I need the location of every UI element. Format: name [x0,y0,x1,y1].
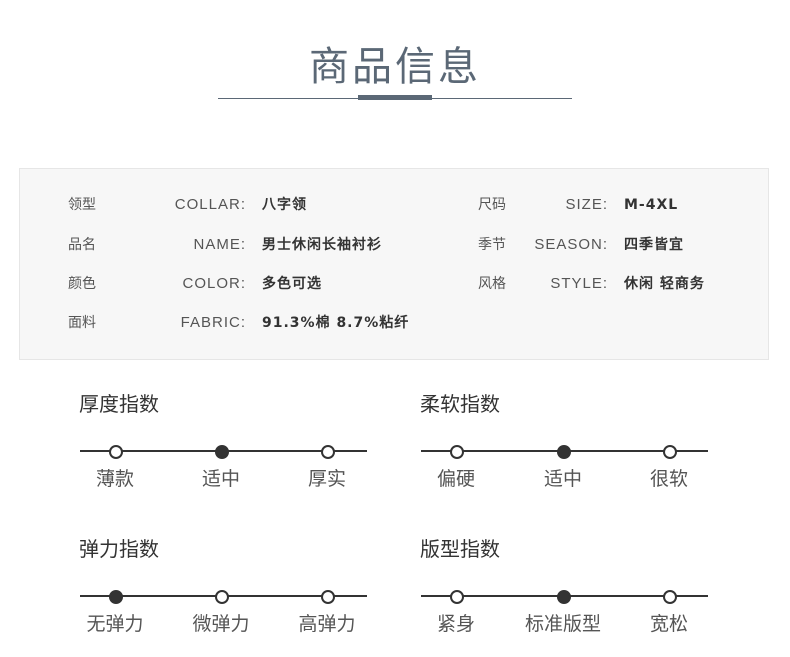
spec-row-size: 尺码 SIZE: M-4XL [478,193,758,217]
meter-dot-1[interactable] [215,445,229,459]
meter-dot-1[interactable] [215,590,229,604]
spec-label-cn: 季节 [478,237,506,253]
spec-label-en: COLOR: [182,275,246,292]
spec-label-cn: 品名 [68,237,96,253]
spec-row-style: 风格 STYLE: 休闲 轻商务 [478,272,758,296]
meter-title: 版型指数 [420,537,500,561]
spec-row-collar: 领型 COLLAR: 八字领 [68,193,428,217]
spec-value: 八字领 [262,197,307,213]
spec-label-en: STYLE: [550,275,608,292]
spec-label-en: FABRIC: [180,314,246,331]
meter-dot-1[interactable] [557,590,571,604]
meter-option-label: 偏硬 [436,468,475,490]
meter-option-label: 适中 [201,468,240,490]
meter-option-label: 标准版型 [524,613,601,635]
meter-dot-0[interactable] [109,445,123,459]
spec-value: 多色可选 [262,276,322,292]
spec-row-fabric: 面料 FABRIC: 91.3%棉 8.7%粘纤 [68,311,428,335]
meter-dot-1[interactable] [557,445,571,459]
spec-value: M-4XL [624,197,679,213]
meter-option-label: 薄款 [95,468,134,490]
spec-value: 休闲 轻商务 [624,276,705,292]
meter-dot-0[interactable] [109,590,123,604]
spec-value: 四季皆宜 [624,237,684,253]
meter-option-label: 高弹力 [298,613,356,635]
spec-label-cn: 风格 [478,276,506,292]
spec-label-cn: 领型 [68,197,96,213]
meter-dot-0[interactable] [450,445,464,459]
meter-dot-2[interactable] [663,445,677,459]
section-title: 商品信息 [309,44,481,90]
spec-label-en: SIZE: [565,196,608,213]
meter-option-label: 微弹力 [192,613,250,635]
title-accent-bar [358,95,432,100]
spec-label-cn: 面料 [68,315,96,331]
spec-row-name: 品名 NAME: 男士休闲长袖衬衫 [68,233,428,257]
meter-option-label: 厚实 [307,468,346,490]
meter-option-label: 宽松 [649,613,688,635]
spec-label-en: COLLAR: [174,196,246,213]
spec-row-season: 季节 SEASON: 四季皆宜 [478,233,758,257]
meter-option-label: 紧身 [436,613,475,635]
spec-label-cn: 颜色 [68,276,96,292]
meter-dot-0[interactable] [450,590,464,604]
meter-title: 柔软指数 [420,392,500,416]
meter-dot-2[interactable] [663,590,677,604]
spec-value: 男士休闲长袖衬衫 [262,237,382,253]
meter-dot-2[interactable] [321,590,335,604]
spec-label-en: SEASON: [534,236,608,253]
meter-dot-2[interactable] [321,445,335,459]
spec-label-en: NAME: [193,236,246,253]
meter-title: 厚度指数 [79,392,159,416]
meter-title: 弹力指数 [79,537,159,561]
spec-value: 91.3%棉 8.7%粘纤 [262,315,410,331]
spec-label-cn: 尺码 [478,197,506,213]
meter-option-label: 很软 [649,468,688,490]
meter-option-label: 无弹力 [86,613,144,635]
spec-row-color: 颜色 COLOR: 多色可选 [68,272,428,296]
meter-option-label: 适中 [543,468,582,490]
spec-panel: 领型 COLLAR: 八字领 品名 NAME: 男士休闲长袖衬衫 颜色 COLO… [19,168,769,360]
